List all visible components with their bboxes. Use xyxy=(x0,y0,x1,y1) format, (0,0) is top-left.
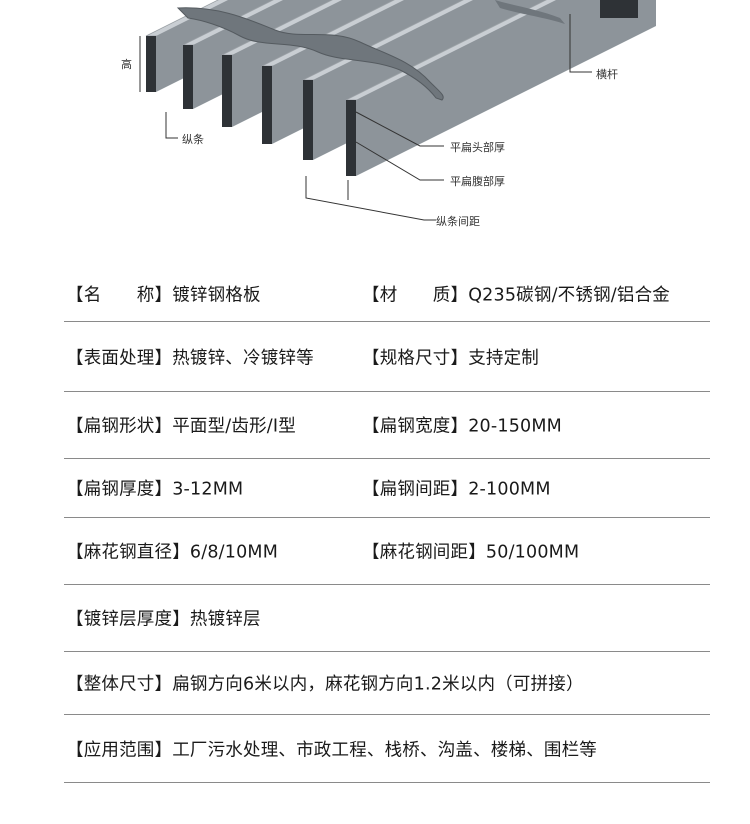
spec-item-left: 【镀锌层厚度】热镀锌层 xyxy=(66,609,261,630)
bearing-bar-leader xyxy=(165,112,178,139)
bearing-bar-face xyxy=(222,55,232,127)
grating-illustration xyxy=(139,0,656,221)
twisted-crossbar-top xyxy=(495,0,565,24)
spec-item-left: 【麻花钢直径】6/8/10MM xyxy=(66,542,279,563)
spec-item-left: 【应用范围】工厂污水处理、市政工程、栈桥、沟盖、楼梯、围栏等 xyxy=(66,740,597,760)
spec-item-left: 【名 称】镀锌钢格板 xyxy=(66,285,261,305)
bearing-bar-face xyxy=(262,66,272,144)
grating-diagram: 高 横杆 纵条 平扁头部厚 平扁腹部厚 纵条间距 xyxy=(0,0,750,262)
label-crossbar: 横杆 xyxy=(596,68,618,81)
label-bar-spacing: 纵条间距 xyxy=(436,215,480,228)
spec-item-left: 【整体尺寸】扁钢方向6米以内，麻花钢方向1.2米以内（可拼接） xyxy=(66,674,584,695)
spec-row: 【整体尺寸】扁钢方向6米以内，麻花钢方向1.2米以内（可拼接） xyxy=(64,652,710,715)
spec-row: 【镀锌层厚度】热镀锌层 xyxy=(64,585,710,652)
spec-item-right: 【规格尺寸】支持定制 xyxy=(362,348,539,368)
bearing-bar-side xyxy=(356,0,656,176)
spec-row: 【扁钢形状】平面型/齿形/I型 【扁钢宽度】20-150MM xyxy=(64,392,710,459)
spec-item-right: 【材 质】Q235碳钢/不锈钢/铝合金 xyxy=(362,285,670,305)
bearing-bar-face xyxy=(146,36,156,92)
label-bearing-bar: 纵条 xyxy=(182,133,204,146)
bearing-bar-face xyxy=(346,100,356,176)
spec-item-right: 【麻花钢间距】50/100MM xyxy=(362,542,580,563)
label-web-thickness: 平扁腹部厚 xyxy=(450,175,505,188)
bearing-bar-face xyxy=(303,80,313,160)
spec-row: 【应用范围】工厂污水处理、市政工程、栈桥、沟盖、楼梯、围栏等 xyxy=(64,715,710,783)
spec-row: 【麻花钢直径】6/8/10MM 【麻花钢间距】50/100MM xyxy=(64,518,710,585)
spec-row: 【扁钢厚度】3-12MM 【扁钢间距】2-100MM xyxy=(64,459,710,518)
web-thickness-leader xyxy=(355,141,444,181)
spec-item-right: 【扁钢宽度】20-150MM xyxy=(362,416,562,437)
spacing-bracket xyxy=(305,176,436,221)
top-right-bar xyxy=(600,0,638,18)
spec-row: 【名 称】镀锌钢格板 【材 质】Q235碳钢/不锈钢/铝合金 xyxy=(64,266,710,322)
bearing-bar-face xyxy=(183,45,193,109)
label-head-thickness: 平扁头部厚 xyxy=(450,141,505,154)
spec-item-right: 【扁钢间距】2-100MM xyxy=(362,479,551,500)
label-height: 高 xyxy=(121,58,132,71)
head-thickness-leader xyxy=(355,111,444,147)
twisted-crossbar xyxy=(176,7,444,101)
crossbar-leader xyxy=(569,14,592,73)
spec-item-left: 【表面处理】热镀锌、冷镀锌等 xyxy=(66,348,314,368)
spec-item-left: 【扁钢形状】平面型/齿形/I型 xyxy=(66,416,296,437)
spec-table: 【名 称】镀锌钢格板 【材 质】Q235碳钢/不锈钢/铝合金【表面处理】热镀锌、冷… xyxy=(64,266,710,783)
spec-item-left: 【扁钢厚度】3-12MM xyxy=(66,479,244,500)
spec-row: 【表面处理】热镀锌、冷镀锌等 【规格尺寸】支持定制 xyxy=(64,322,710,392)
